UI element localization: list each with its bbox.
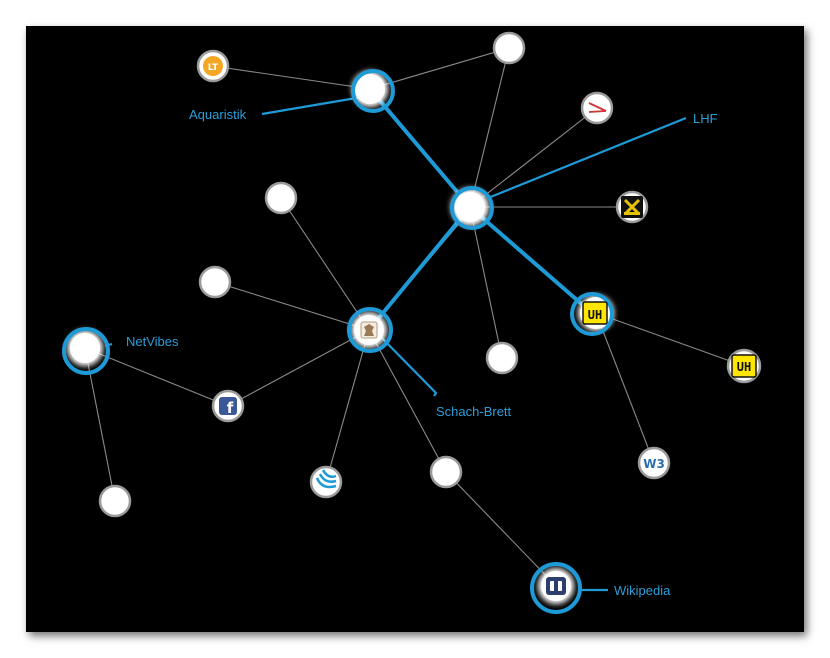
chess-board-icon [360, 321, 378, 339]
uh-logo-icon: UH [582, 301, 608, 325]
label-aquaristik: Aquaristik [189, 107, 247, 122]
node-schach-brett[interactable] [347, 307, 393, 353]
node-wave[interactable] [309, 465, 343, 499]
label-schach-brett: Schach-Brett [436, 404, 512, 419]
node-facebook[interactable]: f [211, 389, 245, 423]
wave-icon [315, 469, 337, 489]
node-uh-large[interactable]: UH [570, 292, 614, 336]
edge-uh-uhsmall [595, 312, 745, 367]
callout-schach [378, 334, 438, 397]
edge-lhf-schach [367, 205, 472, 332]
edge-schach-left [214, 281, 370, 331]
node-left[interactable] [198, 265, 232, 299]
svg-text:f: f [227, 399, 234, 417]
callout-lines [104, 94, 687, 592]
edge-lhf-arrow [469, 107, 598, 208]
graph-canvas-background [26, 26, 804, 632]
svg-text:LT: LT [208, 63, 219, 73]
edge-uh-w3 [595, 312, 655, 464]
node-lt[interactable]: LT [196, 49, 230, 83]
node-wikipedia[interactable] [530, 562, 582, 614]
label-netvibes: NetVibes [126, 334, 179, 349]
w3-icon: W3 [643, 457, 665, 471]
svg-text:UH: UH [588, 308, 602, 322]
edge-aquaristik-lt [212, 65, 371, 90]
uh-small-logo-icon: UH [731, 354, 757, 378]
edge-aquaristik-top [369, 47, 510, 90]
lt-logo-icon: LT [203, 56, 223, 76]
facebook-icon: f [219, 397, 237, 417]
edge-schach-facebook [227, 329, 370, 407]
node-mid-bottom[interactable] [485, 341, 519, 375]
edge-bottom-wikipedia [445, 471, 557, 587]
edge-aquaristik-lhf [368, 87, 472, 209]
label-wikipedia: Wikipedia [614, 583, 671, 598]
wikipedia-frame-icon [546, 577, 566, 595]
edge-schach-topleft [280, 197, 370, 331]
node-lhf[interactable] [450, 186, 494, 230]
svg-text:UH: UH [737, 360, 751, 374]
node-top[interactable] [492, 31, 526, 65]
node-bottom-left[interactable] [98, 484, 132, 518]
thin-edges [84, 47, 745, 587]
edge-schach-bottom [368, 329, 447, 473]
node-bottom-center[interactable] [429, 455, 463, 489]
red-arrow-icon [588, 102, 607, 113]
node-arrow[interactable] [580, 91, 614, 125]
edge-lhf-uh [468, 205, 594, 315]
node-topleft[interactable] [264, 181, 298, 215]
highlighted-edges [367, 87, 594, 332]
callout-lhf [487, 116, 687, 200]
node-aquaristik[interactable] [351, 69, 395, 113]
label-lhf: LHF [693, 111, 718, 126]
crossed-tools-icon [621, 196, 643, 218]
edge-lhf-top [469, 47, 510, 208]
node-uh-small[interactable]: UH [726, 348, 762, 384]
node-x[interactable] [615, 190, 649, 224]
callout-aquaristik [261, 94, 369, 116]
node-netvibes[interactable] [62, 327, 110, 375]
edge-schach-wave [325, 329, 370, 483]
edge-lhf-bottom [469, 206, 503, 359]
node-w3[interactable]: W3 [637, 446, 671, 480]
